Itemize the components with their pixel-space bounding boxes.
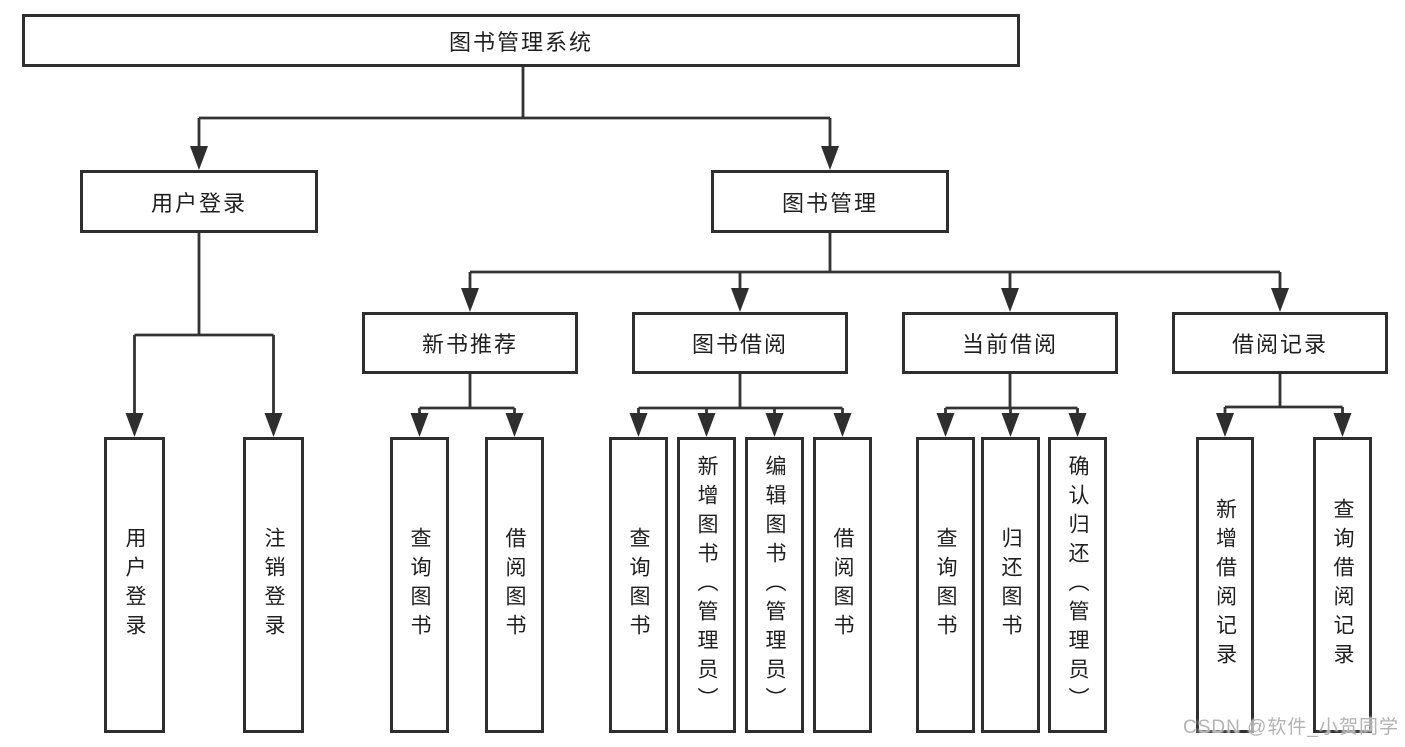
leaf-return-book-label: 归还图书 (999, 527, 1022, 643)
leaf-add-borrow-record: 新增借阅记录 (1196, 437, 1254, 733)
leaf-borrow-query-book: 查询图书 (609, 437, 668, 733)
node-user-login: 用户登录 (80, 170, 318, 233)
node-current-borrow: 当前借阅 (902, 312, 1118, 374)
node-new-book-recommend-label: 新书推荐 (421, 332, 518, 357)
leaf-current-query-book: 查询图书 (916, 437, 975, 733)
leaf-add-book-admin-label: 新增图书（管理员） (695, 454, 718, 716)
node-book-management: 图书管理 (711, 170, 949, 233)
leaf-add-book-admin: 新增图书（管理员） (677, 437, 736, 733)
node-book-management-label: 图书管理 (781, 190, 878, 216)
node-current-borrow-label: 当前借阅 (961, 332, 1058, 357)
node-user-login-label: 用户登录 (150, 190, 247, 216)
leaf-confirm-return-admin: 确认归还（管理员） (1048, 437, 1107, 733)
leaf-return-book: 归还图书 (981, 437, 1040, 733)
leaf-borrow-query-book-label: 查询图书 (627, 527, 650, 643)
leaf-query-borrow-record-label: 查询借阅记录 (1331, 498, 1354, 672)
node-book-borrow: 图书借阅 (632, 312, 848, 374)
node-new-book-recommend: 新书推荐 (362, 312, 578, 374)
arrowheads (125, 146, 1352, 437)
leaf-edit-book-admin-label: 编辑图书（管理员） (763, 454, 786, 716)
leaf-recommend-query-book: 查询图书 (390, 437, 449, 733)
csdn-watermark: CSDN @软件_小贺同学 (1183, 717, 1399, 738)
node-library-system: 图书管理系统 (22, 14, 1020, 67)
leaf-recommend-borrow-book: 借阅图书 (485, 437, 544, 733)
node-borrow-record: 借阅记录 (1172, 312, 1388, 374)
leaf-query-borrow-record: 查询借阅记录 (1313, 437, 1372, 733)
leaf-edit-book-admin: 编辑图书（管理员） (745, 437, 804, 733)
leaf-logout-label: 注销登录 (262, 527, 285, 643)
leaf-user-login-label: 用户登录 (123, 527, 146, 643)
leaf-current-query-book-label: 查询图书 (934, 527, 957, 643)
node-book-borrow-label: 图书借阅 (691, 332, 788, 357)
leaf-user-login: 用户登录 (104, 437, 165, 733)
leaf-add-borrow-record-label: 新增借阅记录 (1213, 498, 1237, 672)
leaf-borrow-book: 借阅图书 (813, 437, 872, 733)
node-library-system-label: 图书管理系统 (448, 29, 593, 55)
leaf-borrow-book-label: 借阅图书 (831, 527, 854, 643)
leaf-recommend-borrow-book-label: 借阅图书 (503, 527, 526, 643)
leaf-logout: 注销登录 (243, 437, 304, 733)
leaf-confirm-return-admin-label: 确认归还（管理员） (1066, 454, 1089, 716)
node-borrow-record-label: 借阅记录 (1231, 332, 1328, 357)
leaf-recommend-query-book-label: 查询图书 (408, 527, 431, 643)
